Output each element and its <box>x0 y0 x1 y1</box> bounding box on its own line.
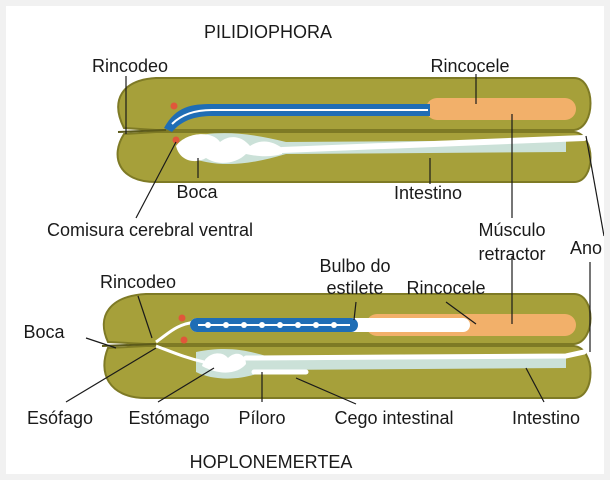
label-piloro: Píloro <box>238 408 285 428</box>
label-intestino-top: Intestino <box>394 183 462 203</box>
label-bulbo-2: estilete <box>326 278 383 298</box>
label-rincocele-bottom: Rincocele <box>406 278 485 298</box>
label-boca-top: Boca <box>176 182 218 202</box>
label-boca-bottom: Boca <box>23 322 65 342</box>
nemertean-diagram: PILIDIOPHORA Rincodeo Rincocele Boca Int… <box>6 6 604 474</box>
hoplonemertea-body <box>102 294 591 398</box>
diagram-canvas: PILIDIOPHORA Rincodeo Rincocele Boca Int… <box>6 6 604 474</box>
label-esofago: Esófago <box>27 408 93 428</box>
label-ano: Ano <box>570 238 602 258</box>
label-intestino-bottom: Intestino <box>512 408 580 428</box>
pilidiophora-body <box>118 78 591 182</box>
label-bulbo-1: Bulbo do <box>319 256 390 276</box>
label-rincodeo-top: Rincodeo <box>92 56 168 76</box>
label-estomago: Estómago <box>128 408 209 428</box>
label-cego: Cego intestinal <box>334 408 453 428</box>
title-pilidiophora: PILIDIOPHORA <box>204 22 332 42</box>
label-musculo-2: retractor <box>478 244 545 264</box>
label-rincocele-top: Rincocele <box>430 56 509 76</box>
label-musculo-1: Músculo <box>478 220 545 240</box>
label-rincodeo-bottom: Rincodeo <box>100 272 176 292</box>
title-hoplonemertea: HOPLONEMERTEA <box>190 452 353 472</box>
label-comisura: Comisura cerebral ventral <box>47 220 253 240</box>
